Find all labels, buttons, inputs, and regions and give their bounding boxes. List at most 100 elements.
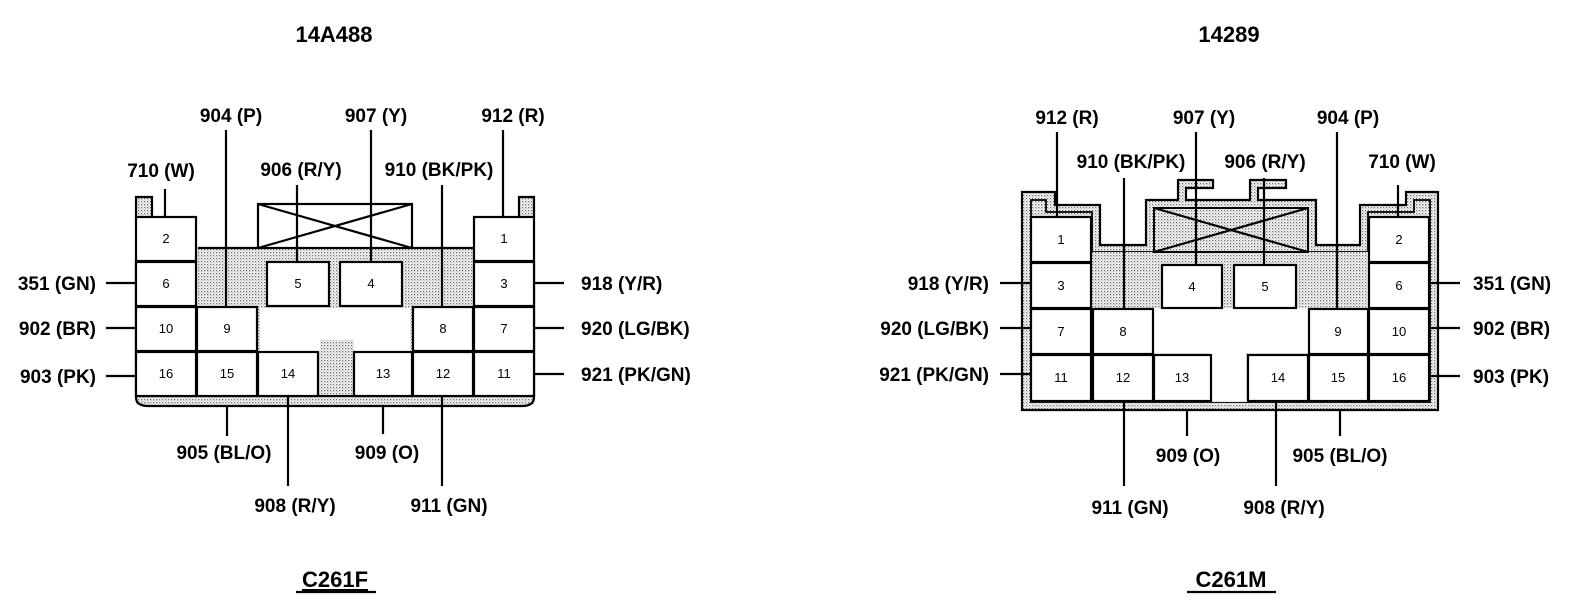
wire-label: 908 (R/Y) bbox=[1243, 498, 1324, 519]
pin-cell: 15 bbox=[195, 350, 259, 398]
pin-cell: 16 bbox=[134, 350, 198, 398]
wire-label: 920 (LG/BK) bbox=[880, 319, 989, 340]
wire-label: 907 (Y) bbox=[345, 106, 407, 127]
svg-text:5: 5 bbox=[294, 276, 301, 291]
svg-text:14: 14 bbox=[1271, 370, 1285, 385]
svg-text:3: 3 bbox=[500, 276, 507, 291]
leader-lines-right bbox=[1000, 132, 1460, 486]
svg-text:9: 9 bbox=[223, 321, 230, 336]
pin-cell: 7 bbox=[472, 305, 536, 353]
pin-cell: 2 bbox=[134, 215, 198, 263]
pin-cell: 9 bbox=[195, 305, 259, 353]
wire-label: 351 (GN) bbox=[18, 274, 96, 295]
svg-text:12: 12 bbox=[1116, 370, 1130, 385]
svg-text:4: 4 bbox=[1188, 279, 1195, 294]
svg-text:10: 10 bbox=[159, 321, 173, 336]
svg-text:6: 6 bbox=[1395, 278, 1402, 293]
pin-cell: 6 bbox=[134, 260, 198, 308]
svg-text:16: 16 bbox=[1392, 370, 1406, 385]
svg-text:14: 14 bbox=[281, 366, 295, 381]
svg-text:10: 10 bbox=[1392, 324, 1406, 339]
wire-label: 910 (BK/PK) bbox=[385, 160, 494, 181]
svg-text:2: 2 bbox=[1395, 232, 1402, 247]
wire-label: 905 (BL/O) bbox=[176, 443, 271, 464]
wire-label: 909 (O) bbox=[355, 443, 419, 464]
pin-cell: 9 bbox=[1307, 307, 1370, 356]
pin-cell: 5 bbox=[265, 260, 331, 308]
wire-label: 921 (PK/GN) bbox=[581, 365, 691, 386]
wire-label: 918 (Y/R) bbox=[581, 274, 662, 295]
wire-label: 902 (BR) bbox=[19, 319, 96, 340]
wire-label: 351 (GN) bbox=[1473, 274, 1551, 295]
svg-text:7: 7 bbox=[1057, 324, 1064, 339]
svg-text:7: 7 bbox=[500, 321, 507, 336]
wire-label: 907 (Y) bbox=[1173, 108, 1235, 129]
svg-text:4: 4 bbox=[367, 276, 374, 291]
pin-cell: 14 bbox=[1246, 353, 1310, 403]
svg-text:15: 15 bbox=[220, 366, 234, 381]
svg-text:13: 13 bbox=[1175, 370, 1189, 385]
svg-text:6: 6 bbox=[162, 276, 169, 291]
wire-label: 905 (BL/O) bbox=[1292, 446, 1387, 467]
wire-label: 912 (R) bbox=[1035, 108, 1098, 129]
pin-cell: 4 bbox=[338, 260, 404, 308]
wire-label: 906 (R/Y) bbox=[1224, 152, 1305, 173]
wire-label: 902 (BR) bbox=[1473, 319, 1550, 340]
wire-label: 904 (P) bbox=[200, 106, 262, 127]
wire-label: 918 (Y/R) bbox=[908, 274, 989, 295]
wire-label: 921 (PK/GN) bbox=[879, 365, 989, 386]
svg-text:5: 5 bbox=[1261, 279, 1268, 294]
wire-label: 912 (R) bbox=[481, 106, 544, 127]
svg-text:9: 9 bbox=[1334, 324, 1341, 339]
svg-text:16: 16 bbox=[159, 366, 173, 381]
svg-text:13: 13 bbox=[376, 366, 390, 381]
pin-cell: 16 bbox=[1367, 353, 1431, 403]
pin-cell: 6 bbox=[1367, 261, 1431, 310]
svg-text:8: 8 bbox=[439, 321, 446, 336]
pin-cell: 2 bbox=[1367, 215, 1431, 264]
pin-cell: 12 bbox=[1091, 353, 1155, 403]
pin-cell: 3 bbox=[1029, 261, 1093, 310]
wire-label: 904 (P) bbox=[1317, 108, 1379, 129]
svg-text:1: 1 bbox=[1057, 232, 1064, 247]
connector-c261m: 14289 1 2 3 4 5 6 7 8 9 10 11 12 13 14 1… bbox=[879, 22, 1551, 594]
connector-name-left: C261F bbox=[302, 567, 368, 592]
leader-lines-left bbox=[106, 130, 564, 486]
svg-text:1: 1 bbox=[500, 231, 507, 246]
wire-label: 903 (PK) bbox=[1473, 367, 1549, 388]
svg-text:11: 11 bbox=[1054, 370, 1068, 385]
pin-cell: 10 bbox=[134, 305, 198, 353]
svg-text:3: 3 bbox=[1057, 278, 1064, 293]
svg-text:15: 15 bbox=[1331, 370, 1345, 385]
part-number-right: 14289 bbox=[1198, 22, 1259, 47]
pin-cell: 13 bbox=[1152, 353, 1213, 403]
connector-c261f: 14A488 2 1 6 5 4 3 10 9 8 bbox=[18, 22, 691, 594]
wire-label: 920 (LG/BK) bbox=[581, 319, 690, 340]
wire-label: 710 (W) bbox=[127, 161, 195, 182]
wire-label: 911 (GN) bbox=[410, 496, 487, 517]
pin-cell: 8 bbox=[411, 305, 475, 353]
pin-cell: 11 bbox=[1029, 353, 1093, 403]
pin-cell: 3 bbox=[472, 260, 536, 308]
wire-label: 908 (R/Y) bbox=[254, 496, 335, 517]
pin-cell: 4 bbox=[1160, 263, 1224, 310]
connector-name-right: C261M bbox=[1196, 567, 1267, 592]
pin-cell: 8 bbox=[1091, 307, 1155, 356]
pin-cell: 12 bbox=[411, 350, 475, 398]
pin-cell: 1 bbox=[1029, 215, 1093, 264]
wire-label: 906 (R/Y) bbox=[260, 160, 341, 181]
svg-text:11: 11 bbox=[497, 366, 511, 381]
part-number-left: 14A488 bbox=[295, 22, 372, 47]
wire-label: 710 (W) bbox=[1368, 152, 1436, 173]
wire-label: 911 (GN) bbox=[1091, 498, 1168, 519]
pin-cell: 10 bbox=[1367, 307, 1431, 356]
pin-cell: 7 bbox=[1029, 307, 1093, 356]
pin-cell: 1 bbox=[472, 215, 536, 263]
wire-label: 910 (BK/PK) bbox=[1077, 152, 1186, 173]
pin-cell: 14 bbox=[256, 350, 320, 398]
wire-label: 909 (O) bbox=[1156, 446, 1220, 467]
svg-text:12: 12 bbox=[436, 366, 450, 381]
svg-text:8: 8 bbox=[1119, 324, 1126, 339]
pin-cell: 11 bbox=[472, 350, 536, 398]
